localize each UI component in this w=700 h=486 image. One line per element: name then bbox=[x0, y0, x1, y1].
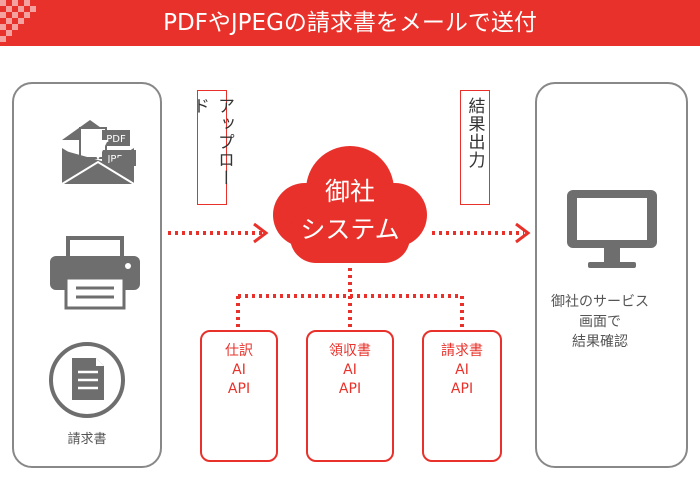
invoice-ai-api-module: 請求書 AI API bbox=[422, 330, 502, 462]
journal-ai-api-module: 仕訳 AI API bbox=[200, 330, 278, 462]
printer-icon bbox=[50, 236, 140, 310]
result-caption: 御社のサービス 画面で 結果確認 bbox=[551, 294, 649, 350]
module-connectors bbox=[236, 268, 464, 330]
invoice-caption: 請求書 bbox=[67, 432, 107, 447]
page-title: PDFやJPEGの請求書をメールで送付 bbox=[163, 10, 537, 36]
module-title: 領収書 AI API bbox=[329, 343, 371, 397]
output-panel bbox=[535, 82, 688, 468]
monitor-icon bbox=[567, 190, 657, 268]
cloud-title-line1: 御社 bbox=[324, 177, 375, 206]
mail-icon: PDF JPEG bbox=[61, 120, 136, 185]
cloud-title-line2: システム bbox=[300, 215, 400, 244]
checker-decoration bbox=[0, 0, 36, 42]
output-label: 結果出力 bbox=[460, 90, 490, 205]
pdf-tag: PDF bbox=[106, 134, 126, 145]
output-arrow bbox=[432, 222, 531, 244]
module-title: 請求書 AI API bbox=[441, 343, 483, 397]
module-title: 仕訳 AI API bbox=[225, 343, 253, 397]
cloud-shape bbox=[273, 146, 427, 263]
upload-arrow bbox=[168, 222, 269, 244]
title-banner bbox=[0, 0, 700, 46]
receipt-ai-api-module: 領収書 AI API bbox=[306, 330, 394, 462]
invoice-icon bbox=[49, 342, 125, 418]
upload-label: アップロード bbox=[189, 90, 234, 205]
